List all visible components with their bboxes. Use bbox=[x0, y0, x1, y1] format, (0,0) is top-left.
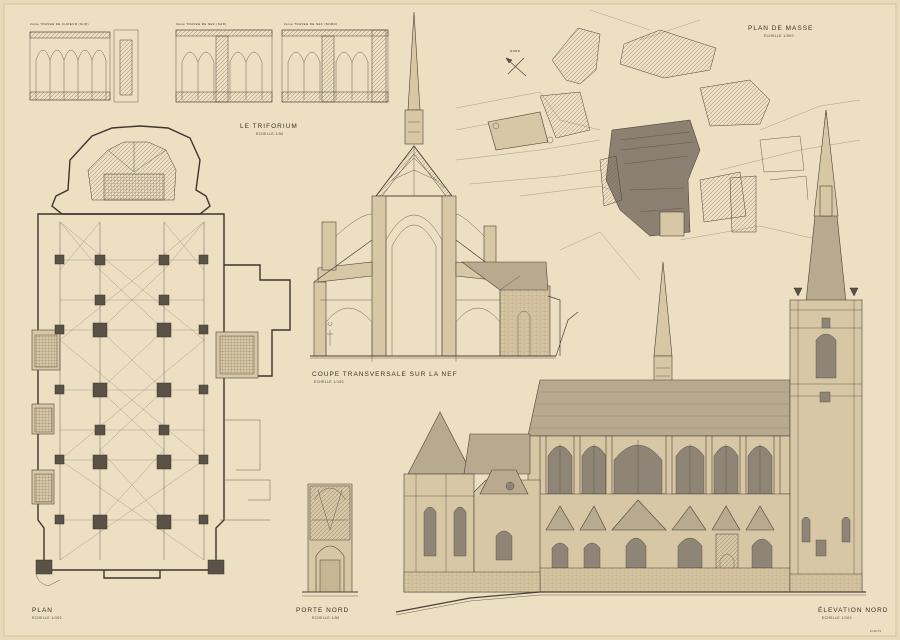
site-plan-scale: ECHELLE 1/500 bbox=[764, 34, 794, 38]
north-arrow: NORD bbox=[505, 49, 527, 77]
triforium-title: LE TRIFORIUM bbox=[240, 123, 298, 130]
triforium-scale: ECHELLE 1/50 bbox=[256, 132, 284, 136]
cross-section-title: COUPE TRANSVERSALE SUR LA NEF bbox=[312, 371, 458, 378]
cross-section-scale: ECHELLE 1/100 bbox=[314, 380, 344, 384]
elevation-scale: ECHELLE 1/100 bbox=[822, 616, 852, 620]
floor-plan: PLAN ECHELLE 1/100 bbox=[31, 125, 291, 620]
site-plan: NORD PLAN DE MASSE ECHELLE 1/500 bbox=[455, 9, 861, 281]
triforium-bay-3 bbox=[281, 29, 389, 103]
triforium-bay-2 bbox=[175, 29, 273, 103]
elevation-title: ÉLEVATION NORD bbox=[818, 605, 888, 614]
triforium-drawings: 2ème TRAVEE DE CHOEUR (SUD) 3ème TRAVEE … bbox=[29, 22, 389, 136]
portal-scale: ECHELLE 1/50 bbox=[312, 616, 340, 620]
site-plan-title: PLAN DE MASSE bbox=[748, 25, 813, 32]
triforium-subtitle-2: 3ème TRAVEE DE NEF (SUD) bbox=[176, 22, 227, 26]
triforium-subtitle-1: 2ème TRAVEE DE CHOEUR (SUD) bbox=[30, 22, 89, 26]
north-portal: PORTE NORD ECHELLE 1/50 bbox=[296, 483, 358, 620]
triforium-bay-1 bbox=[29, 29, 139, 103]
sheet-number: 2/1173 bbox=[870, 629, 881, 633]
portal-title: PORTE NORD bbox=[296, 607, 349, 614]
cross-section: COUPE TRANSVERSALE SUR LA NEF ECHELLE 1/… bbox=[310, 11, 579, 384]
north-elevation: ÉLEVATION NORD ECHELLE 1/100 bbox=[395, 109, 888, 620]
triforium-subtitle-3: 2ème TRAVEE DE NEF (NORD) bbox=[284, 22, 338, 26]
north-label: NORD bbox=[510, 49, 521, 53]
plan-title: PLAN bbox=[32, 607, 53, 614]
plan-scale: ECHELLE 1/100 bbox=[32, 616, 62, 620]
